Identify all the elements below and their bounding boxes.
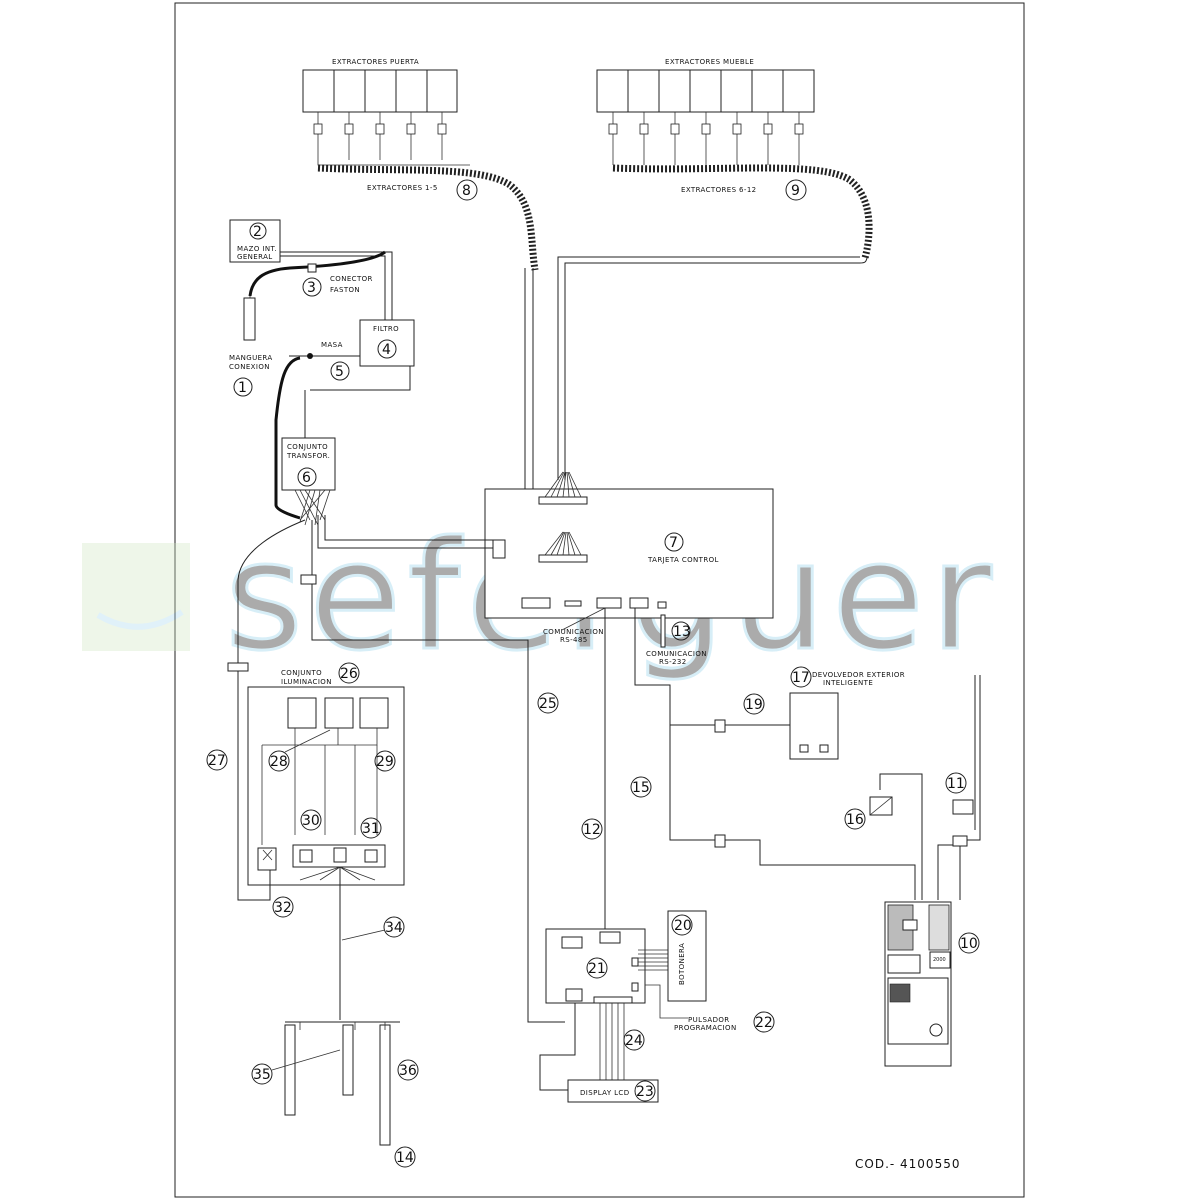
devolvedor-box xyxy=(789,692,839,760)
transformador-box xyxy=(281,437,336,491)
page-frame xyxy=(174,2,1025,1198)
number-27: 27 xyxy=(208,753,226,769)
number-25: 25 xyxy=(539,696,557,712)
watermark-logo-smile xyxy=(96,609,184,630)
number-16: 16 xyxy=(846,812,864,828)
number-5: 5 xyxy=(335,364,344,380)
number-9: 9 xyxy=(791,183,800,199)
manguera-label-2: CONEXION xyxy=(229,363,270,371)
number-6: 6 xyxy=(302,470,311,486)
extractores-1-5-label: EXTRACTORES 1-5 xyxy=(367,184,438,192)
iluminacion-label: CONJUNTO xyxy=(281,669,322,677)
conjunto-iluminacion: CONJUNTO ILUMINACION 26 28 29 30 31 27 3… xyxy=(206,662,405,1020)
number-32: 32 xyxy=(274,900,292,916)
mazo-int-general-box xyxy=(229,219,281,263)
lamparas: 35 36 14 xyxy=(251,1021,419,1168)
number-24: 24 xyxy=(625,1033,643,1049)
com-232-label: COMUNICACION xyxy=(646,650,707,658)
number-19: 19 xyxy=(745,697,763,713)
number-8: 8 xyxy=(462,183,471,199)
placa-21: 21 20 BOTONERA PULSADOR PROGRAMACION 22 … xyxy=(539,910,775,1103)
number-35: 35 xyxy=(253,1067,271,1083)
number-11: 11 xyxy=(947,776,965,792)
com-485-label: COMUNICACION xyxy=(543,628,604,636)
number-36: 36 xyxy=(399,1063,417,1079)
extractores-mueble-label: EXTRACTORES MUEBLE xyxy=(665,58,754,66)
pulsador-label-2: PROGRAMACION xyxy=(674,1024,737,1032)
com-232-label-2: RS-232 xyxy=(659,658,687,666)
conector-label-2: FASTON xyxy=(330,286,360,294)
extractores-mueble: EXTRACTORES MUEBLE EXTRACTORES 6-12 xyxy=(596,58,873,259)
drawing-code: COD.- 4100550 xyxy=(855,1157,960,1171)
number-20: 20 xyxy=(674,918,692,934)
number-26: 26 xyxy=(340,666,358,682)
number-3: 3 xyxy=(307,280,316,296)
number-14: 14 xyxy=(396,1150,414,1166)
transfor-label-2: TRANSFOR. xyxy=(286,452,330,460)
number-7: 7 xyxy=(669,535,678,551)
botonera-label: BOTONERA xyxy=(678,943,686,985)
botonera-box xyxy=(667,910,707,1002)
manguera-label: MANGUERA xyxy=(229,354,273,362)
filtro-label: FILTRO xyxy=(373,325,399,333)
display-lcd-label: DISPLAY LCD xyxy=(580,1089,630,1097)
number-34: 34 xyxy=(385,920,403,936)
number-10: 10 xyxy=(960,936,978,952)
pulsador-label: PULSADOR xyxy=(688,1016,730,1024)
conector-label: CONECTOR xyxy=(330,275,373,283)
com-485-label-2: RS-485 xyxy=(560,636,588,644)
number-17: 17 xyxy=(792,670,810,686)
devolvedor-label-2: INTELIGENTE xyxy=(823,679,873,687)
transfor-label: CONJUNTO xyxy=(287,443,328,451)
mazo-filtro-group: 2 MAZO INT. GENERAL 3 CONECTOR FASTON FI… xyxy=(229,219,415,520)
number-31: 31 xyxy=(362,821,380,837)
number-4: 4 xyxy=(382,342,391,358)
iluminacion-label-2: ILUMINACION xyxy=(281,678,332,686)
number-1: 1 xyxy=(238,380,247,396)
number-28: 28 xyxy=(270,754,288,770)
devolvedor-label: DEVOLVEDOR EXTERIOR xyxy=(812,671,905,679)
number-29: 29 xyxy=(376,754,394,770)
watermark-logo-square xyxy=(82,543,190,651)
device-group: 16 11 2000 10 xyxy=(844,675,981,1067)
mazo-label: MAZO INT. xyxy=(237,245,277,253)
mazo-label-2: GENERAL xyxy=(237,253,273,261)
tarjeta-control-board xyxy=(484,488,774,619)
extractores-puerta: EXTRACTORES PUERTA EXTRACTORES 1-5 xyxy=(302,58,539,271)
tarjeta-control-label: TARJETA CONTROL xyxy=(647,556,719,564)
number-13: 13 xyxy=(673,624,691,640)
number-23: 23 xyxy=(636,1084,654,1100)
extractores-puerta-block xyxy=(302,69,458,113)
number-12: 12 xyxy=(583,822,601,838)
extractores-6-12-label: EXTRACTORES 6-12 xyxy=(681,186,757,194)
masa-label: MASA xyxy=(321,341,343,349)
device-display: 2000 xyxy=(933,957,946,963)
devolvedor-group: 19 15 17 DEVOLVEDOR EXTERIOR INTELIGENTE xyxy=(630,608,916,900)
display-lcd-box xyxy=(567,1079,659,1103)
extractores-mueble-block xyxy=(596,69,815,113)
extractores-puerta-label: EXTRACTORES PUERTA xyxy=(332,58,419,66)
conjunto-transformador: CONJUNTO TRANSFOR. 6 xyxy=(237,437,565,1023)
number-30: 30 xyxy=(302,813,320,829)
number-15: 15 xyxy=(632,780,650,796)
tarjeta-control: 7 TARJETA CONTROL COMUNICACION RS-485 13… xyxy=(484,471,774,666)
number-2: 2 xyxy=(253,224,262,240)
number-21: 21 xyxy=(588,961,606,977)
number-22: 22 xyxy=(755,1015,773,1031)
